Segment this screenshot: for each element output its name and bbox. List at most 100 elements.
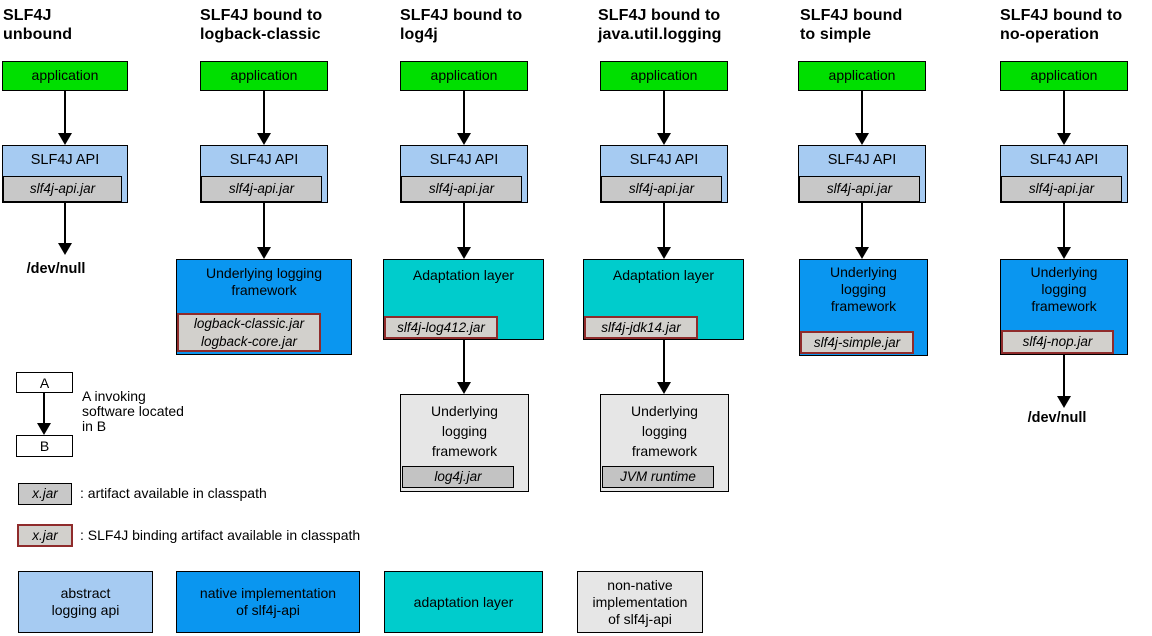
- down-arrow-icon: [37, 393, 51, 435]
- legend-adaptation-swatch: adaptation layer: [384, 571, 543, 633]
- down-arrow-icon: [657, 91, 671, 145]
- legend-invoke-text: A invoking software located in B: [82, 388, 184, 434]
- api-jar-label: slf4j-api.jar: [401, 176, 522, 202]
- column-title-log4j: SLF4J bound to log4j: [400, 7, 523, 43]
- arrow-line: [263, 91, 265, 135]
- arrow-line: [663, 203, 665, 249]
- slf4j-api-label: SLF4J API: [229, 152, 299, 168]
- adaptation-label: Adaptation layer: [612, 267, 715, 283]
- arrow-head: [58, 133, 72, 145]
- arrow-head: [657, 247, 671, 259]
- arrow-line: [1063, 355, 1065, 398]
- column-title-jul: SLF4J bound to java.util.logging: [598, 7, 722, 43]
- arrow-line: [663, 91, 665, 135]
- framework-label: Underlying logging framework: [1030, 264, 1098, 314]
- slf4j-api-label: SLF4J API: [429, 152, 499, 168]
- down-arrow-icon: [457, 340, 471, 394]
- framework-label: Underlying logging framework: [830, 264, 897, 314]
- slf4j-api-label: SLF4J API: [30, 152, 100, 168]
- arrow-head: [457, 133, 471, 145]
- slf4j-api-box: SLF4J API slf4j-api.jar: [400, 145, 528, 203]
- arrow-head: [257, 133, 271, 145]
- arrow-head: [257, 247, 271, 259]
- arrow-head: [1057, 396, 1071, 408]
- legend-xjar-box: x.jar: [18, 483, 72, 505]
- application-box: application: [600, 61, 728, 91]
- framework-jar-label: JVM runtime: [602, 466, 714, 488]
- down-arrow-icon: [457, 91, 471, 145]
- slf4j-api-box: SLF4J API slf4j-api.jar: [2, 145, 128, 203]
- framework-label: Underlying logging framework: [206, 265, 322, 298]
- slf4j-api-label: SLF4J API: [827, 152, 897, 168]
- arrow-head: [855, 247, 869, 259]
- down-arrow-icon: [855, 91, 869, 145]
- arrow-head: [657, 382, 671, 394]
- down-arrow-icon: [58, 91, 72, 145]
- legend-native-impl-swatch: native implementation of slf4j-api: [176, 571, 360, 633]
- column-title-simple: SLF4J bound to simple: [800, 7, 903, 43]
- legend-nonnative-impl-swatch: non-native implementation of slf4j-api: [577, 571, 703, 633]
- api-jar-label: slf4j-api.jar: [3, 176, 122, 202]
- devnull-label: /dev/null: [1027, 410, 1087, 426]
- underlying-framework-box: Underlying logging framework slf4j-nop.j…: [1000, 259, 1128, 355]
- api-jar-label: slf4j-api.jar: [799, 176, 920, 202]
- slf4j-api-box: SLF4J API slf4j-api.jar: [200, 145, 328, 203]
- arrow-line: [1063, 91, 1065, 135]
- slf4j-api-box: SLF4J API slf4j-api.jar: [600, 145, 728, 203]
- legend-b-box: B: [16, 435, 73, 457]
- framework-label: Underlying logging framework: [631, 403, 698, 459]
- framework-jar-label: log4j.jar: [402, 466, 514, 488]
- down-arrow-icon: [58, 203, 72, 255]
- underlying-framework-box: Underlying logging framework log4j.jar: [400, 394, 529, 492]
- legend-abstract-api-swatch: abstract logging api: [18, 571, 153, 633]
- arrow-line: [64, 91, 66, 135]
- slf4j-api-box: SLF4J API slf4j-api.jar: [798, 145, 926, 203]
- api-jar-label: slf4j-api.jar: [201, 176, 322, 202]
- binding-jar-label: slf4j-log412.jar: [384, 316, 498, 339]
- binding-jar-label: slf4j-jdk14.jar: [584, 316, 698, 339]
- arrow-head: [657, 133, 671, 145]
- arrow-line: [463, 91, 465, 135]
- legend-a-box: A: [16, 372, 73, 393]
- arrow-head: [1057, 247, 1071, 259]
- underlying-framework-box: Underlying logging framework slf4j-simpl…: [799, 259, 928, 356]
- arrow-head: [37, 423, 51, 435]
- framework-label: Underlying logging framework: [431, 403, 498, 459]
- slf4j-api-box: SLF4J API slf4j-api.jar: [1000, 145, 1128, 203]
- arrow-head: [457, 247, 471, 259]
- arrow-head: [58, 243, 72, 255]
- down-arrow-icon: [657, 340, 671, 394]
- down-arrow-icon: [257, 91, 271, 145]
- down-arrow-icon: [657, 203, 671, 259]
- adaptation-layer-box: Adaptation layer slf4j-jdk14.jar: [583, 259, 744, 340]
- underlying-framework-box: Underlying logging framework JVM runtime: [600, 394, 729, 492]
- legend-artifact-text: : artifact available in classpath: [80, 485, 267, 501]
- arrow-line: [463, 340, 465, 384]
- down-arrow-icon: [257, 203, 271, 259]
- column-title-logback: SLF4J bound to logback-classic: [200, 7, 323, 43]
- arrow-line: [263, 203, 265, 249]
- slf4j-api-label: SLF4J API: [1029, 152, 1099, 168]
- binding-jar-label: slf4j-nop.jar: [1001, 330, 1114, 354]
- application-box: application: [400, 61, 528, 91]
- down-arrow-icon: [1057, 203, 1071, 259]
- arrow-line: [663, 340, 665, 384]
- down-arrow-icon: [1057, 355, 1071, 408]
- arrow-head: [457, 382, 471, 394]
- application-box: application: [798, 61, 926, 91]
- arrow-line: [861, 91, 863, 135]
- arrow-line: [43, 393, 45, 425]
- adaptation-layer-box: Adaptation layer slf4j-log412.jar: [383, 259, 544, 340]
- arrow-line: [1063, 203, 1065, 249]
- application-box: application: [200, 61, 328, 91]
- arrow-line: [861, 203, 863, 249]
- arrow-head: [1057, 133, 1071, 145]
- application-box: application: [2, 61, 128, 91]
- legend-binding-xjar-box: x.jar: [17, 524, 73, 547]
- arrow-line: [463, 203, 465, 249]
- binding-jar-label: logback-classic.jar logback-core.jar: [177, 313, 321, 352]
- underlying-framework-box: Underlying logging framework logback-cla…: [176, 259, 352, 355]
- down-arrow-icon: [1057, 91, 1071, 145]
- column-title-nop: SLF4J bound to no-operation: [1000, 7, 1123, 43]
